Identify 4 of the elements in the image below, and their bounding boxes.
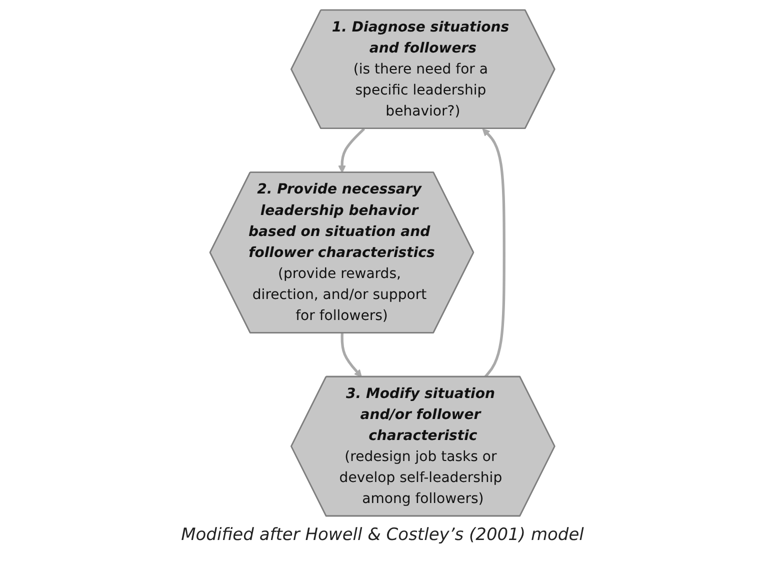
arrow	[482, 128, 506, 378]
arrow	[340, 332, 362, 377]
caption: Modified after Howell & Costley’s (2001) model	[181, 525, 584, 545]
arrow	[338, 127, 366, 173]
